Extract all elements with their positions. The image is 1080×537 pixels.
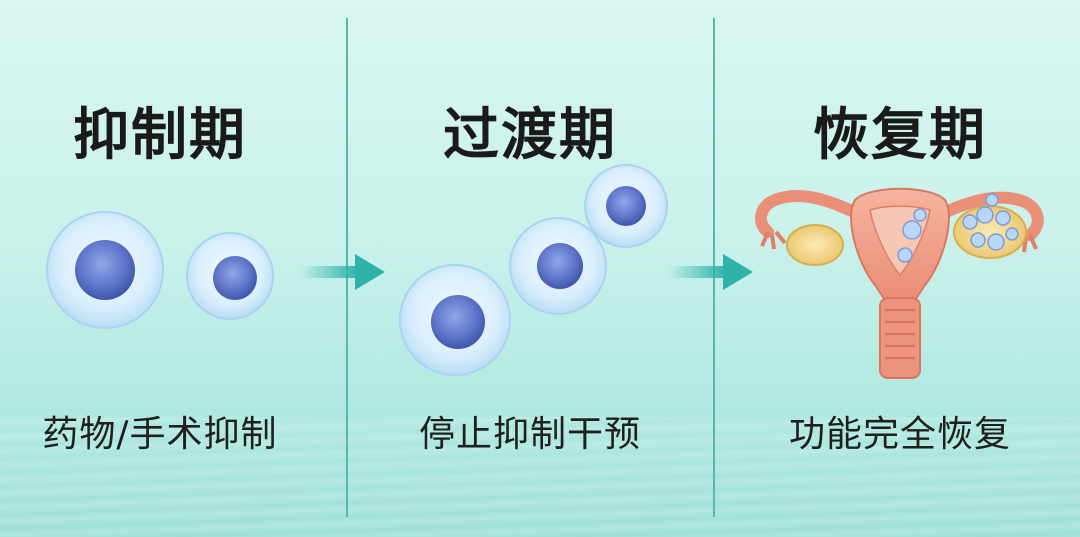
stage-caption-recovery: 功能完全恢复 — [788, 414, 1011, 455]
cell-small-transition — [584, 164, 668, 248]
stage-caption-transition: 停止抑制干预 — [418, 414, 641, 455]
cell-large-transition — [399, 264, 511, 376]
arrow-right-icon — [300, 254, 385, 290]
cell-small-suppression — [186, 232, 274, 320]
stage-title-transition: 过渡期 — [443, 103, 617, 168]
cell-medium-transition — [509, 217, 607, 315]
stage-title-recovery: 恢复期 — [813, 103, 987, 168]
stage-caption-suppression: 药物/手术抑制 — [42, 414, 278, 455]
arrow-right-icon — [668, 254, 753, 290]
stage-title-suppression: 抑制期 — [73, 103, 247, 168]
cell-large-suppression — [46, 211, 164, 329]
uterus-ovary-illustration — [755, 187, 1044, 379]
